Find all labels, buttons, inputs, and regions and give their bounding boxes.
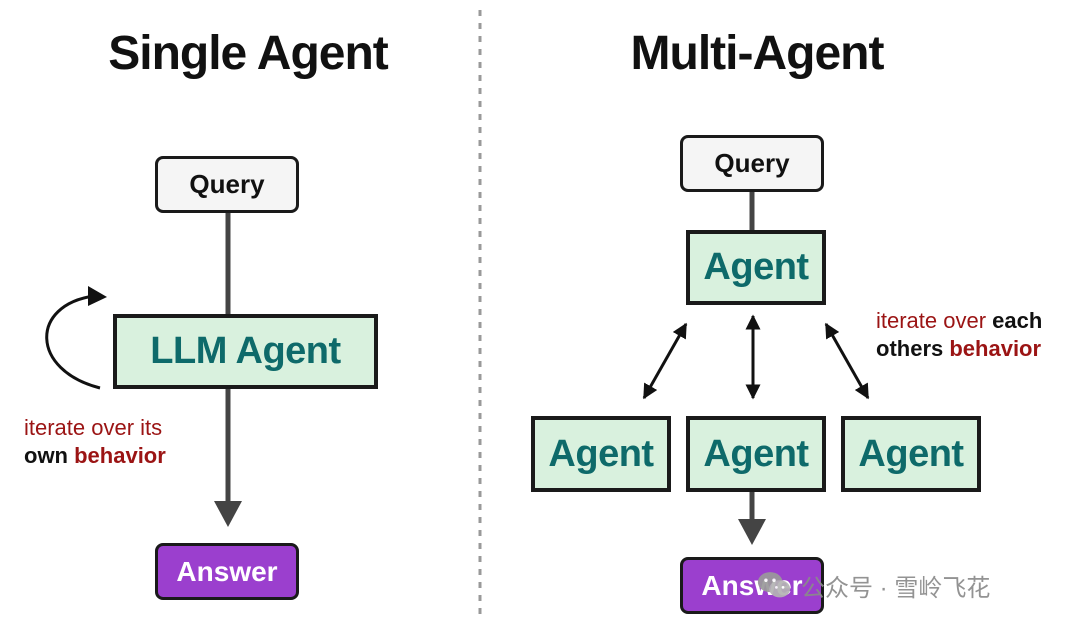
self-loop-arrowhead xyxy=(88,286,107,306)
self-iterate-note-own: own xyxy=(24,443,75,468)
each-other-iterate-note: iterate over each others behavior xyxy=(876,307,1042,363)
top-agent-box: Agent xyxy=(686,230,826,305)
wechat-icon xyxy=(757,572,791,598)
each-other-note-iterate: iterate over xyxy=(876,308,993,333)
bottom-agent-box-center: Agent xyxy=(686,416,826,492)
self-loop-arc xyxy=(45,294,101,390)
llm-agent-box: LLM Agent xyxy=(113,314,378,389)
right-answer-arrowhead xyxy=(738,519,766,545)
watermark: 公众号 · 雪岭飞花 xyxy=(755,566,990,604)
bottom-agent-box-left: Agent xyxy=(531,416,671,492)
self-iterate-note: iterate over its own behavior xyxy=(24,414,166,470)
self-iterate-note-line1: iterate over its xyxy=(24,415,163,440)
single-agent-title: Single Agent xyxy=(108,27,389,80)
each-other-note-behavior: behavior xyxy=(949,336,1042,361)
right-answer-box: Answer xyxy=(680,557,824,614)
right-query-box: Query xyxy=(680,135,824,192)
left-answer-box: Answer xyxy=(155,543,299,600)
multi-agent-title: Multi-Agent xyxy=(630,27,885,80)
each-other-note-each: each xyxy=(992,308,1043,333)
bidirectional-arrow-left xyxy=(642,322,688,400)
each-other-note-others: others xyxy=(876,336,950,361)
left-query-box: Query xyxy=(155,156,299,213)
self-iterate-note-behavior: behavior xyxy=(74,443,166,468)
watermark-text: 公众号 · 雪岭飞花 xyxy=(801,574,991,602)
bidirectional-arrow-right xyxy=(824,322,870,400)
bottom-agent-box-right: Agent xyxy=(841,416,981,492)
left-answer-arrowhead xyxy=(214,501,242,527)
